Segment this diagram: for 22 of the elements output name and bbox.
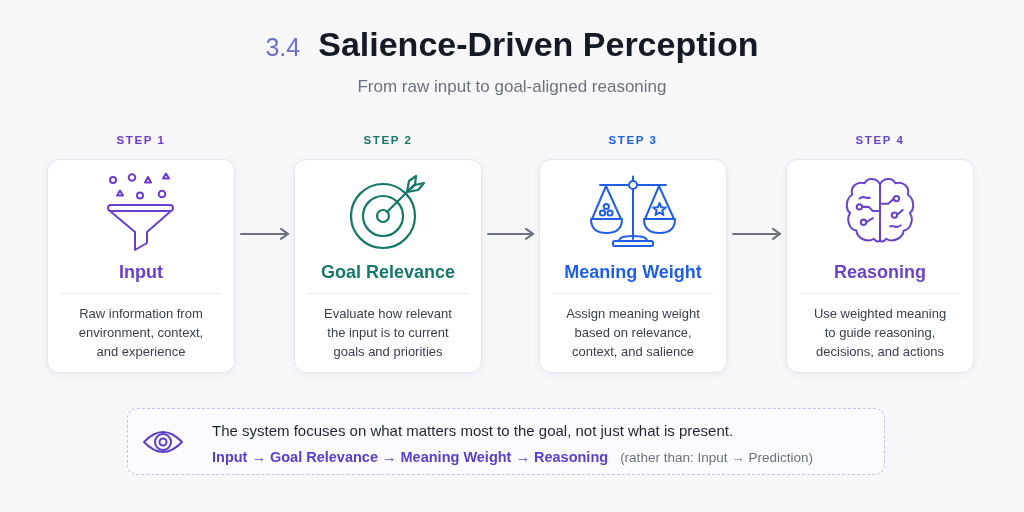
summary-callout xyxy=(127,408,885,475)
step-description: Raw information from environment, context, and experience xyxy=(77,305,205,361)
section-number: 3.4 xyxy=(265,33,301,62)
subtitle: From raw input to goal-aligned reasoning xyxy=(357,76,667,98)
step-label: STEP 4 xyxy=(855,133,905,147)
step-title: Input xyxy=(119,261,163,284)
flow-text: Input → Goal Relevance → Meaning Weight → Reasoning xyxy=(212,448,609,467)
arrow xyxy=(732,227,781,240)
step-description: Evaluate how relevant the input is to current goals and priorities xyxy=(323,305,453,361)
step-title: Reasoning xyxy=(834,261,926,284)
note-text: (rather than: Input → Prediction) xyxy=(620,449,813,467)
step-title: Meaning Weight xyxy=(564,261,702,284)
step-label: STEP 1 xyxy=(116,133,166,147)
arrow xyxy=(487,227,534,240)
title: Salience-Driven Perception xyxy=(318,24,759,64)
step-description: Use weighted meaning to guide reasoning, decisions, and actions xyxy=(812,305,948,361)
arrow xyxy=(240,227,289,240)
step-label: STEP 3 xyxy=(608,133,658,147)
step-description: Assign meaning weight based on relevance, context, and salience xyxy=(565,305,701,361)
step-label: STEP 2 xyxy=(363,133,413,147)
summary-text: The system focuses on what matters most to the goal, not just what is present. xyxy=(212,421,734,441)
step-title: Goal Relevance xyxy=(320,261,456,284)
